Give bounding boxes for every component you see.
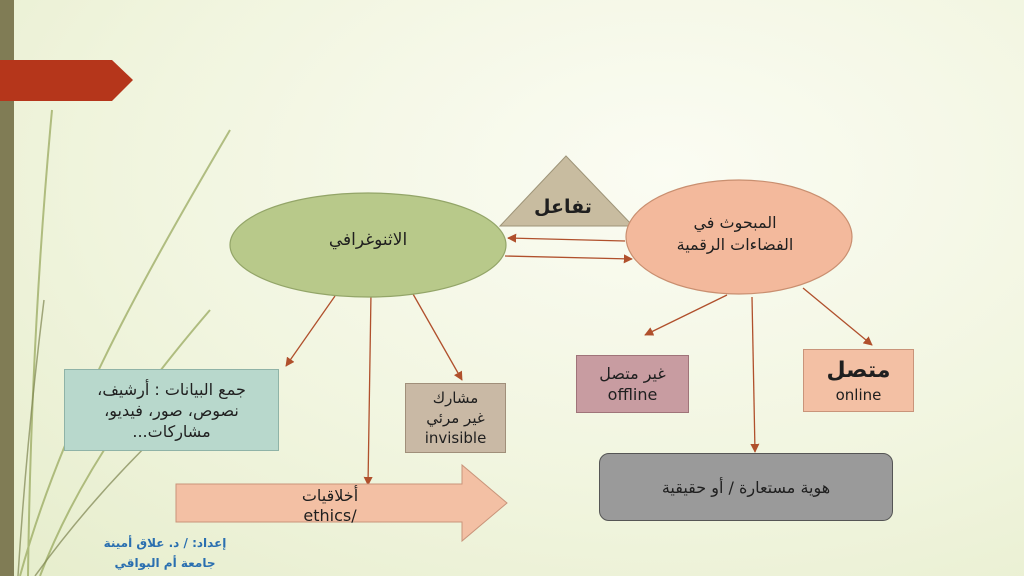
participant-line2: غير مرئي: [426, 409, 485, 427]
researched-label: المبحوث في الفضاءات الرقمية: [650, 212, 820, 256]
ethics-en: /ethics: [303, 506, 357, 525]
ethnographer-ellipse: [229, 192, 507, 298]
arrow-to-offline: [644, 294, 728, 336]
ethics-ar: أخلاقيات: [301, 486, 359, 505]
data-collection-box: جمع البيانات : أرشيف، نصوص، صور، فيديو، …: [64, 369, 279, 451]
data-collection-line2: نصوص، صور، فيديو،: [104, 400, 239, 420]
researched-label-line2: الفضاءات الرقمية: [676, 235, 794, 254]
arrow-to-data-collection: [285, 295, 336, 367]
ethics-arrow: [175, 463, 508, 543]
online-ar: متصل: [826, 357, 891, 383]
arrow-to-researched: [504, 254, 633, 264]
footer-university: جامعة أم البواقي: [114, 556, 216, 570]
interaction-triangle: [498, 155, 635, 227]
arrow-to-identity: [750, 296, 760, 453]
online-box: متصل online: [803, 349, 914, 412]
arrow-to-participant: [412, 293, 463, 381]
researched-ellipse: [625, 179, 853, 295]
data-collection-line1: جمع البيانات : أرشيف،: [97, 379, 246, 399]
participant-box: مشارك غير مرئي invisible: [405, 383, 506, 453]
offline-en: offline: [607, 385, 658, 404]
arrow-to-ethnographer: [507, 233, 626, 243]
identity-box: هوية مستعارة / أو حقيقية: [599, 453, 893, 521]
participant-line1: مشارك: [432, 389, 479, 407]
online-en: online: [835, 385, 882, 404]
arrow-to-online: [802, 287, 873, 346]
participant-line3: invisible: [424, 429, 487, 447]
offline-box: غير متصل offline: [576, 355, 689, 413]
red-title-arrow: [0, 60, 133, 101]
researched-label-line1: المبحوث في: [693, 213, 777, 232]
footer-author: إعداد: / د. علاق أمينة: [103, 536, 227, 550]
data-collection-line3: مشاركات...: [132, 421, 211, 441]
footer-credit: إعداد: / د. علاق أمينة جامعة أم البواقي: [100, 533, 230, 573]
ethnographer-label: الاثنوغرافي: [328, 230, 408, 250]
offline-ar: غير متصل: [599, 364, 666, 383]
arrow-to-ethics: [363, 292, 373, 486]
left-bar: [0, 0, 14, 576]
interaction-label: تفاعل: [534, 196, 592, 218]
ethics-label: أخلاقيات /ethics: [280, 486, 380, 526]
